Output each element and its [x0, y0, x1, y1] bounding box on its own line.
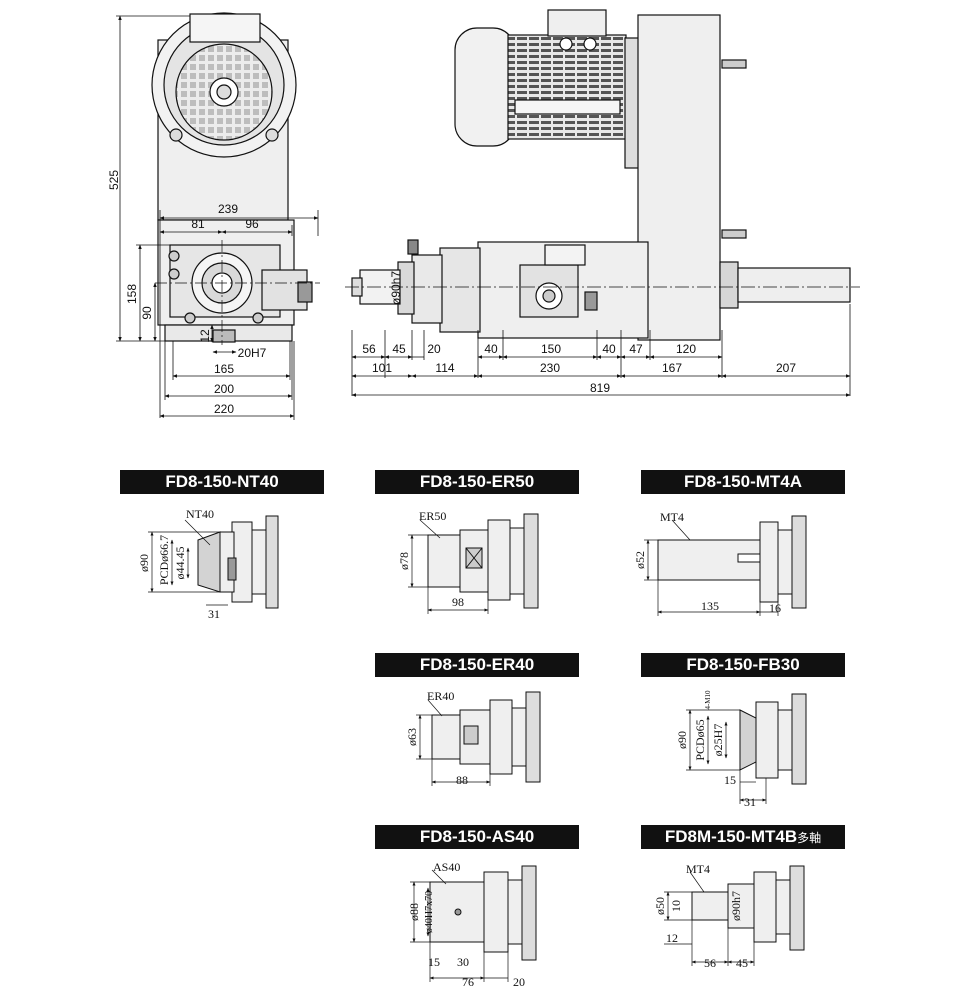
variant-dims-er40 — [416, 699, 491, 786]
variant-mt4b-label-2: 10 — [669, 900, 683, 912]
dim-width-220: 220 — [214, 402, 234, 416]
dim-bore: ø90h7 — [389, 271, 403, 305]
variant-fb30-label-4: 15 — [724, 773, 736, 787]
variant-nt40-label-0: NT40 — [186, 507, 214, 521]
variant-drawing-as40 — [429, 865, 537, 961]
variant-dims-mt4a — [644, 519, 779, 616]
motor-end-cap — [454, 27, 516, 147]
dim-top-5: 40 — [602, 342, 616, 356]
variant-as40-label-2: ø40H7x70 — [424, 891, 435, 933]
variant-drawing-nt40 — [197, 515, 279, 609]
variant-er40-label-1: ø63 — [405, 728, 419, 746]
variant-mt4a-label-1: ø52 — [633, 551, 647, 569]
variant-as40-label-0: AS40 — [433, 860, 460, 874]
dim-small-height: 12 — [198, 329, 212, 343]
variant-drawing-mt4b — [691, 865, 805, 951]
variant-dims-nt40 — [148, 519, 228, 606]
variant-fb30-label-1: PCDø65 — [693, 719, 707, 760]
variant-as40-label-3: 15 — [428, 955, 440, 969]
dim-height-spindle: 158 — [125, 284, 139, 304]
dim-width-right: 96 — [245, 217, 259, 231]
terminal-box — [547, 9, 607, 37]
variant-nt40-label-4: 31 — [208, 607, 220, 621]
dim-bottom-1: 114 — [435, 361, 454, 375]
belt-housing — [637, 14, 721, 341]
variant-er40-label-0: ER40 — [427, 689, 454, 703]
variant-as40-label-6: 20 — [513, 975, 525, 989]
front-view — [151, 12, 320, 345]
variant-as40-label-5: 76 — [462, 975, 474, 989]
front-view-dimension-labels: 525 158 90 239 81 96 12 20H7 165 200 220 — [107, 170, 267, 416]
variant-title-er50: FD8-150-ER50 — [375, 470, 579, 494]
dim-bottom-3: 167 — [662, 361, 682, 375]
variant-mt4b-label-1: ø50 — [653, 897, 667, 915]
side-view — [345, 9, 860, 341]
dim-height-total: 525 — [107, 170, 121, 190]
dim-width-165: 165 — [214, 362, 234, 376]
motor-fins — [507, 34, 627, 140]
dim-width-top: 239 — [218, 202, 238, 216]
variant-drawing-er40 — [431, 691, 541, 783]
variant-as40-label-4: 30 — [457, 955, 469, 969]
variant-nt40-label-2: PCDø66.7 — [157, 535, 171, 585]
variant-dims-mt4b — [664, 871, 755, 966]
dim-height-base: 90 — [140, 306, 154, 320]
dim-top-7: 120 — [676, 342, 696, 356]
dim-bottom-2: 230 — [540, 361, 560, 375]
dim-top-2: 20 — [427, 342, 441, 356]
dim-width-left: 81 — [191, 217, 205, 231]
variant-dims-er50 — [408, 519, 489, 614]
side-view-dimension-labels: ø90h7 56 45 20 40 150 40 47 120 101 114 … — [362, 271, 796, 395]
variant-title-fb30: FD8-150-FB30 — [641, 653, 845, 677]
variant-fb30-label-3: ø25H7 — [711, 724, 725, 757]
variant-drawing-er50 — [427, 513, 539, 609]
variant-title-mt4b: FD8M-150-MT4B多軸 — [641, 825, 845, 849]
dim-top-1: 45 — [392, 342, 406, 356]
variant-fb30-label-5: 31 — [744, 795, 756, 809]
rear-shaft — [737, 267, 851, 303]
variant-mt4a-label-2: 135 — [701, 599, 719, 613]
variant-title-er40: FD8-150-ER40 — [375, 653, 579, 677]
variant-mt4a-label-3: 16 — [769, 601, 781, 615]
variant-mt4b-label-0: MT4 — [686, 862, 710, 876]
side-view-dimensions — [351, 304, 851, 397]
dim-top-0: 56 — [362, 342, 376, 356]
variant-er50-label-2: 98 — [452, 595, 464, 609]
dim-bottom-0: 101 — [372, 361, 392, 375]
variant-fb30-label-0: ø90 — [675, 731, 689, 749]
variant-drawing-fb30 — [739, 693, 807, 785]
dim-bottom-4: 207 — [776, 361, 796, 375]
variant-title-mt4b-suffix: 多軸 — [797, 831, 822, 845]
variant-fb30-label-2: 4-M10 — [704, 690, 712, 710]
variant-mt4b-label-3: ø90h7 — [729, 891, 743, 921]
variant-nt40-label-3: ø44.45 — [173, 547, 187, 580]
variant-mt4b-label-4: 12 — [666, 931, 678, 945]
variant-nt40-label-1: ø90 — [137, 554, 151, 572]
variant-er50-label-0: ER50 — [419, 509, 446, 523]
variant-title-as40: FD8-150-AS40 — [375, 825, 579, 849]
dim-top-4: 150 — [541, 342, 561, 356]
dim-top-3: 40 — [484, 342, 498, 356]
variant-as40-label-1: ø88 — [407, 903, 421, 921]
dim-total: 819 — [590, 381, 610, 395]
variant-title-mt4a: FD8-150-MT4A — [641, 470, 845, 494]
variant-mt4b-label-5: 56 — [704, 956, 716, 970]
variant-mt4b-label-6: 45 — [736, 956, 748, 970]
variant-drawing-mt4a — [657, 515, 807, 609]
front-view-dimensions — [116, 15, 319, 420]
variant-er40-label-2: 88 — [456, 773, 468, 787]
variant-title-nt40: FD8-150-NT40 — [120, 470, 324, 494]
variant-dims-as40 — [410, 869, 509, 982]
variant-dims-fb30 — [686, 709, 767, 804]
variant-er50-label-1: ø78 — [397, 552, 411, 570]
dim-top-6: 47 — [629, 342, 643, 356]
dim-key-width: 20H7 — [238, 346, 267, 360]
dim-width-200: 200 — [214, 382, 234, 396]
variant-mt4a-label-0: MT4 — [660, 510, 684, 524]
